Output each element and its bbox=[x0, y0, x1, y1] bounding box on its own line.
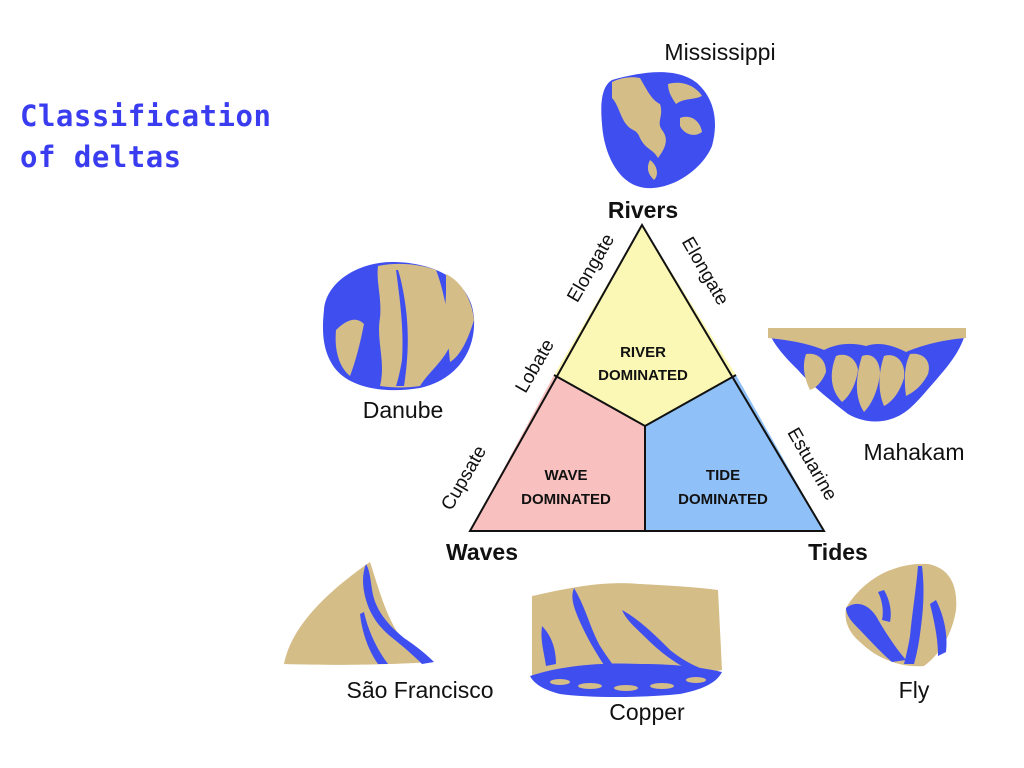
ternary-triangle bbox=[468, 223, 826, 532]
vertex-label-waves: Waves bbox=[446, 539, 518, 565]
wave-dominated-region bbox=[470, 375, 645, 531]
river-region-label-line-2: DOMINATED bbox=[598, 367, 688, 384]
edge-label-cupsate: Cupsate bbox=[437, 442, 491, 514]
title-line-1: Classification bbox=[20, 99, 272, 133]
danube-delta-map bbox=[322, 262, 475, 391]
delta-label-copper: Copper bbox=[609, 699, 685, 725]
tide-region-label-line-1: TIDE bbox=[706, 467, 740, 484]
river-region-label-line-1: RIVER bbox=[620, 344, 666, 361]
vertex-label-tides: Tides bbox=[808, 539, 868, 565]
river-dominated-region bbox=[554, 225, 736, 426]
mississippi-delta-map bbox=[601, 72, 716, 189]
sao-francisco-delta-map bbox=[284, 562, 434, 665]
fly-delta-map bbox=[845, 563, 957, 667]
delta-label-mississippi: Mississippi bbox=[664, 39, 775, 65]
page-title: Classification of deltas bbox=[20, 96, 271, 178]
vertex-label-rivers: Rivers bbox=[608, 197, 678, 223]
delta-label-mahakam: Mahakam bbox=[864, 439, 965, 465]
delta-label-fly: Fly bbox=[899, 677, 930, 703]
tide-region-label-line-2: DOMINATED bbox=[678, 491, 768, 508]
title-line-2: of deltas bbox=[20, 140, 182, 174]
wave-region-label-line-1: WAVE bbox=[544, 467, 587, 484]
wave-region-label-line-2: DOMINATED bbox=[521, 491, 611, 508]
copper-delta-map bbox=[530, 583, 722, 697]
delta-label-danube: Danube bbox=[363, 397, 444, 423]
copper-offshore-bars bbox=[550, 677, 706, 691]
triangle-outline bbox=[468, 223, 826, 532]
mahakam-delta-map bbox=[768, 328, 966, 422]
delta-label-sao-francisco: São Francisco bbox=[346, 677, 493, 703]
tide-dominated-region bbox=[645, 375, 824, 531]
